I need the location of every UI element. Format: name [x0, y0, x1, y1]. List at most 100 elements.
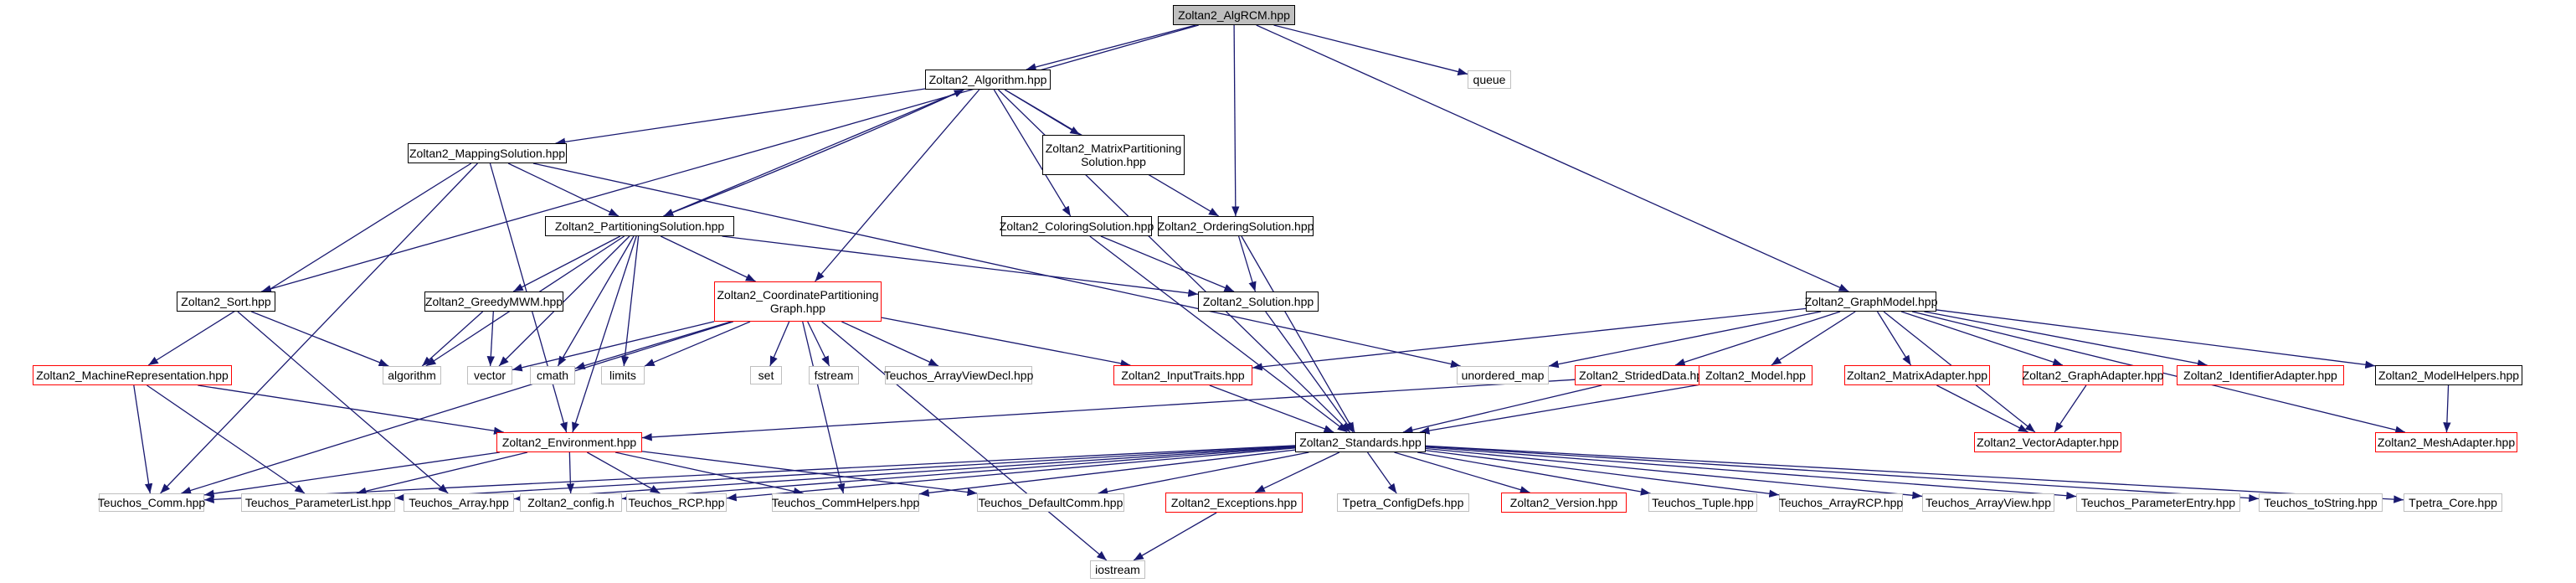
node-sort[interactable]: Zoltan2_Sort.hpp — [177, 292, 275, 312]
edge-partsol-to-limits — [620, 235, 640, 367]
edge-exceptions-to-iostream — [1133, 512, 1217, 561]
edge-algorithm_hpp-to-mapping — [555, 88, 926, 146]
edge-graphmodel-to-model — [1771, 311, 1856, 366]
edge-graphmodel-to-identadapter — [1924, 311, 2208, 368]
edge-sort-to-algorithm_std — [251, 311, 389, 367]
node-tpetraconfig[interactable]: Tpetra_ConfigDefs.hpp — [1337, 493, 1469, 512]
edge-mapping-to-partsol — [507, 163, 620, 217]
node-paramentry[interactable]: Teuchos_ParameterEntry.hpp — [2076, 493, 2240, 512]
node-iostream[interactable]: iostream — [1090, 560, 1145, 579]
edge-environment-to-rcp — [587, 451, 661, 494]
edge-standards-to-tpetraconfig — [1366, 451, 1397, 494]
node-rcp[interactable]: Teuchos_RCP.hpp — [626, 493, 727, 512]
node-queue[interactable]: queue — [1468, 70, 1511, 89]
node-unordered_map[interactable]: unordered_map — [1457, 366, 1549, 384]
edge-graphmodel-to-inputtraits — [1252, 307, 1807, 371]
edge-root-to-graphmodel — [1256, 24, 1849, 292]
edge-machine-to-paramlist — [147, 384, 306, 494]
edge-partsol-to-environment — [572, 235, 637, 433]
edge-standards-to-tuple — [1417, 451, 1651, 496]
edge-strided-to-environment — [641, 379, 1576, 441]
edge-partsol-to-coordpart — [660, 235, 756, 282]
node-environment[interactable]: Zoltan2_Environment.hpp — [496, 432, 642, 452]
edge-coordpart-to-arrayviewdecl — [841, 321, 939, 367]
node-algorithm_hpp[interactable]: Zoltan2_Algorithm.hpp — [925, 70, 1051, 90]
node-strided[interactable]: Zoltan2_StridedData.hpp — [1575, 365, 1714, 385]
node-inputtraits[interactable]: Zoltan2_InputTraits.hpp — [1113, 365, 1252, 385]
node-standards[interactable]: Zoltan2_Standards.hpp — [1295, 432, 1426, 452]
edge-environment-to-config — [566, 451, 575, 494]
edge-greedy-to-algorithm_std — [421, 311, 484, 367]
node-graphadapter[interactable]: Zoltan2_GraphAdapter.hpp — [2023, 365, 2163, 385]
edge-coloring-to-solution — [1100, 235, 1235, 292]
node-arrayview[interactable]: Teuchos_ArrayView.hpp — [1922, 493, 2054, 512]
edge-standards-to-version — [1394, 451, 1530, 494]
node-model[interactable]: Zoltan2_Model.hpp — [1699, 365, 1812, 385]
edge-graphmodel-to-modelhelpers — [1936, 309, 2376, 369]
node-modelhelpers[interactable]: Zoltan2_ModelHelpers.hpp — [2375, 365, 2522, 385]
edge-mapping-to-unordered_map — [532, 163, 1461, 369]
edge-standards-to-paramentry — [1425, 446, 2077, 500]
node-identadapter[interactable]: Zoltan2_IdentifierAdapter.hpp — [2177, 365, 2344, 385]
node-tostring[interactable]: Teuchos_toString.hpp — [2259, 493, 2383, 512]
edge-mapping-to-comm — [160, 163, 478, 494]
node-matrixpart[interactable]: Zoltan2_MatrixPartitioning Solution.hpp — [1042, 135, 1185, 175]
node-commhelpers[interactable]: Teuchos_CommHelpers.hpp — [772, 493, 919, 512]
node-cmath[interactable]: cmath — [530, 366, 575, 384]
node-graphmodel[interactable]: Zoltan2_GraphModel.hpp — [1805, 292, 1937, 312]
node-limits[interactable]: limits — [601, 366, 645, 384]
node-tpetracore[interactable]: Tpetra_Core.hpp — [2404, 493, 2502, 512]
node-algorithm_std[interactable]: algorithm — [383, 366, 441, 384]
edge-environment-to-defaultcomm — [641, 451, 978, 497]
edge-mapping-to-machine — [147, 163, 472, 366]
node-solution[interactable]: Zoltan2_Solution.hpp — [1198, 292, 1319, 312]
edge-root-to-ordering — [1231, 24, 1240, 217]
edge-coordpart-to-commhelpers — [802, 321, 846, 494]
node-machine[interactable]: Zoltan2_MachineRepresentation.hpp — [33, 365, 232, 385]
edge-coordpart-to-cmath — [574, 321, 732, 370]
node-matrixadapter[interactable]: Zoltan2_MatrixAdapter.hpp — [1844, 365, 1990, 385]
node-root[interactable]: Zoltan2_AlgRCM.hpp — [1173, 5, 1295, 25]
node-exceptions[interactable]: Zoltan2_Exceptions.hpp — [1165, 493, 1303, 513]
edge-graphadapter-to-vectoradapter — [2054, 384, 2087, 433]
edge-standards-to-arrayrcp — [1425, 450, 1780, 498]
edge-standards-to-array — [513, 446, 1296, 503]
node-partsol[interactable]: Zoltan2_PartitioningSolution.hpp — [545, 216, 734, 236]
edge-standards-to-tpetracore — [1425, 445, 2404, 503]
node-set[interactable]: set — [750, 366, 782, 384]
edge-coordpart-to-fstream — [807, 321, 830, 367]
node-config[interactable]: Zoltan2_config.h — [520, 493, 622, 512]
edge-partsol-to-cmath — [557, 235, 635, 367]
edge-inputtraits-to-standards — [1209, 384, 1334, 433]
node-mapping[interactable]: Zoltan2_MappingSolution.hpp — [408, 143, 567, 163]
edge-partsol-to-solution — [722, 235, 1199, 297]
node-array[interactable]: Teuchos_Array.hpp — [404, 493, 514, 512]
edge-standards-to-paramlist — [394, 445, 1296, 502]
node-coloring[interactable]: Zoltan2_ColoringSolution.hpp — [1000, 216, 1154, 236]
node-ordering[interactable]: Zoltan2_OrderingSolution.hpp — [1158, 216, 1314, 236]
node-vector[interactable]: vector — [467, 366, 512, 384]
edge-coordpart-to-limits — [644, 321, 751, 367]
edge-algorithm_hpp-to-coordpart — [815, 89, 980, 282]
edge-matrixadapter-to-vectoradapter — [1936, 384, 2028, 433]
edge-partsol-to-greedy — [512, 235, 621, 292]
edge-partsol-to-vector — [498, 235, 630, 367]
edge-standards-to-commhelpers — [918, 449, 1296, 497]
node-greedy[interactable]: Zoltan2_GreedyMWM.hpp — [424, 292, 563, 312]
node-version[interactable]: Zoltan2_Version.hpp — [1501, 493, 1627, 513]
node-arrayviewdecl[interactable]: Teuchos_ArrayViewDecl.hpp — [884, 366, 1033, 384]
node-arrayrcp[interactable]: Teuchos_ArrayRCP.hpp — [1779, 493, 1903, 512]
node-defaultcomm[interactable]: Teuchos_DefaultComm.hpp — [977, 493, 1124, 512]
node-paramlist[interactable]: Teuchos_ParameterList.hpp — [241, 493, 395, 512]
edge-coordpart-to-vector — [512, 321, 715, 372]
node-comm[interactable]: Teuchos_Comm.hpp — [98, 493, 205, 512]
node-meshadapter[interactable]: Zoltan2_MeshAdapter.hpp — [2375, 432, 2517, 452]
node-coordpart[interactable]: Zoltan2_CoordinatePartitioning Graph.hpp — [714, 281, 882, 322]
edge-coordpart-to-iostream — [821, 321, 1108, 561]
edge-environment-to-comm — [203, 451, 500, 498]
node-vectoradapter[interactable]: Zoltan2_VectorAdapter.hpp — [1974, 432, 2121, 452]
node-fstream[interactable]: fstream — [809, 366, 859, 384]
edge-solution-to-standards — [1265, 311, 1354, 433]
node-tuple[interactable]: Teuchos_Tuple.hpp — [1648, 493, 1757, 512]
